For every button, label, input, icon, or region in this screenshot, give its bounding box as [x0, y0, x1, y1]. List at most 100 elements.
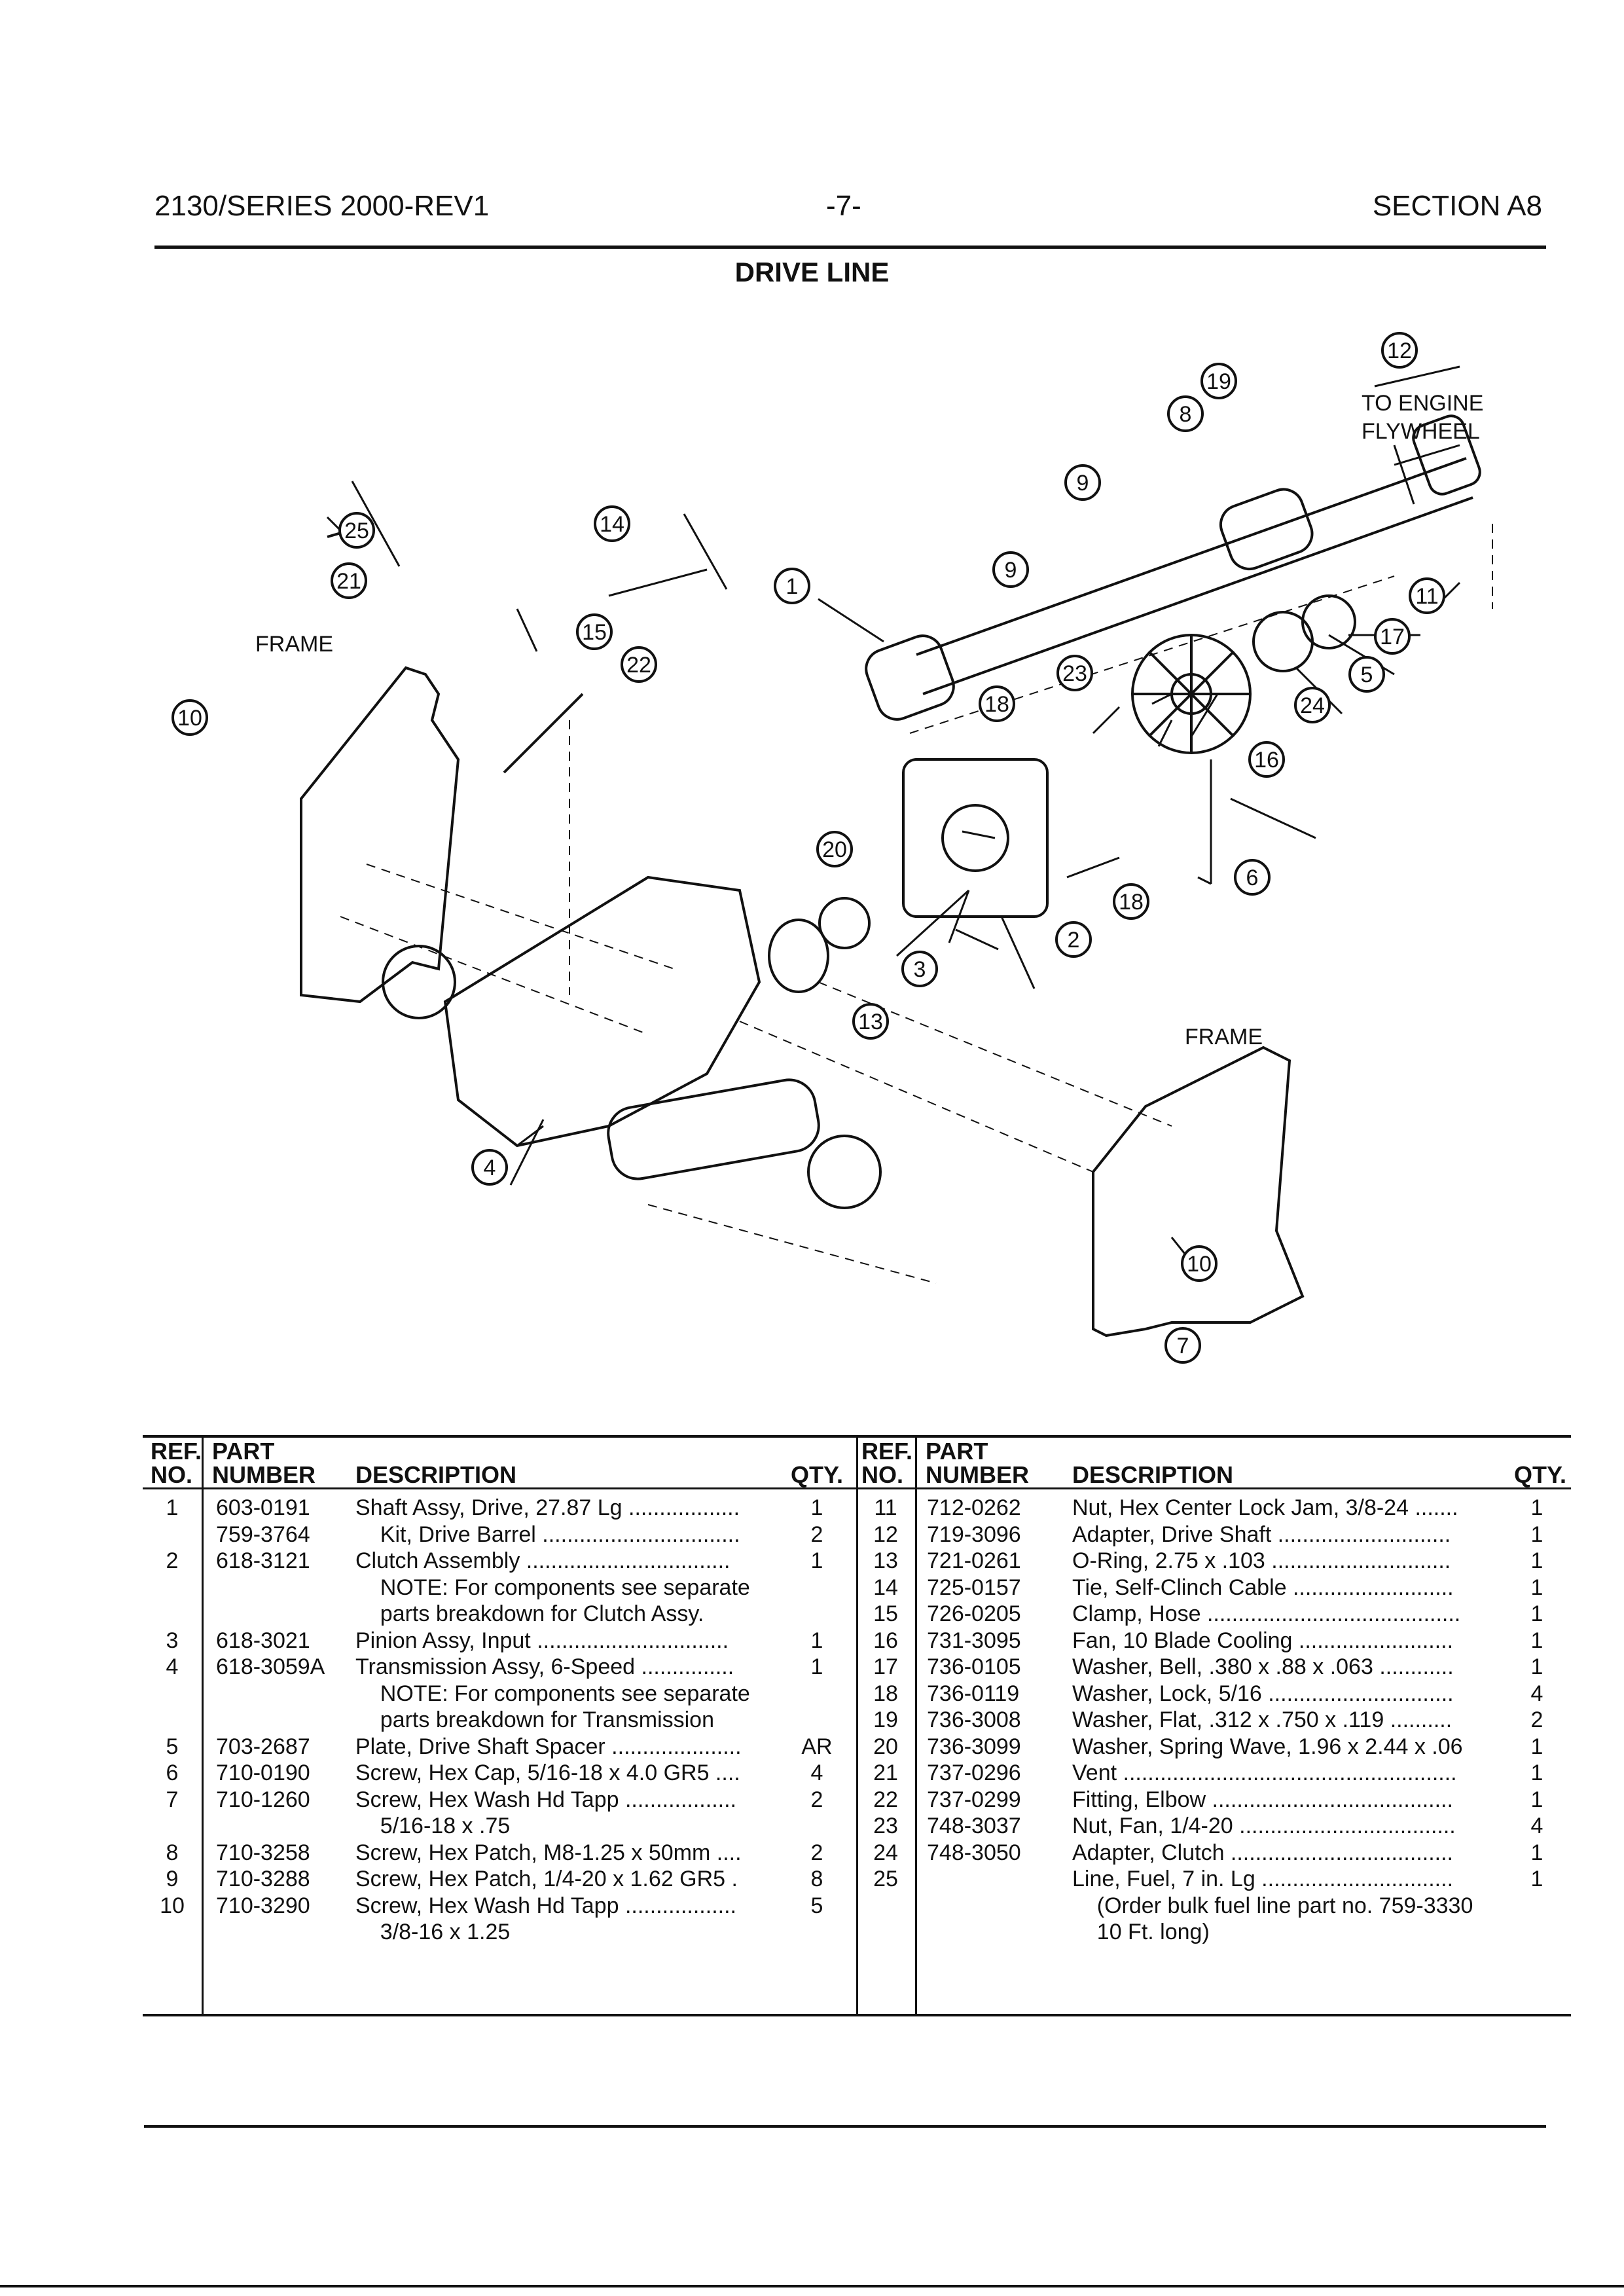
- cell-desc: Screw, Hex Patch, 1/4-20 x 1.62 GR5 .: [355, 1867, 738, 1891]
- cell-part: 710-3290: [216, 1893, 310, 1918]
- exploded-diagram: 1 2 3 4 5 6 7 8 9 9 10 10 11 12 13 14 15…: [171, 332, 1493, 1364]
- cell-desc: Washer, Lock, 5/16 .....................…: [1072, 1681, 1454, 1706]
- svg-text:14: 14: [600, 512, 624, 537]
- cell-part: 736-3099: [927, 1734, 1021, 1759]
- cell-ref: 3: [166, 1628, 179, 1653]
- cell-qty: 1: [1530, 1840, 1543, 1865]
- cell-part: 748-3037: [927, 1813, 1021, 1838]
- cell-part: 710-3258: [216, 1840, 310, 1865]
- cell-ref: 9: [166, 1867, 179, 1891]
- svg-text:17: 17: [1380, 625, 1405, 649]
- cell-qty: 4: [1530, 1813, 1543, 1838]
- callout-11: 11: [1409, 577, 1445, 614]
- header-section: SECTION A8: [1372, 190, 1542, 222]
- adapter-shape: [1412, 414, 1481, 496]
- svg-text:21: 21: [336, 569, 361, 594]
- callout-7: 7: [1164, 1327, 1201, 1364]
- right-frame-shape: [1092, 1046, 1305, 1338]
- cell-ref: 2: [166, 1548, 179, 1573]
- svg-text:25: 25: [344, 519, 369, 543]
- cell-part: 719-3096: [927, 1522, 1021, 1547]
- cell-qty: 2: [810, 1522, 823, 1547]
- cell-qty: 1: [1530, 1601, 1543, 1626]
- callout-18b: 18: [1113, 883, 1149, 920]
- th-description: DESCRIPTION: [355, 1461, 517, 1488]
- cell-part: 736-0105: [927, 1654, 1021, 1679]
- engine-label-line1: TO ENGINE: [1362, 391, 1483, 416]
- callout-10a: 10: [171, 699, 208, 736]
- cell-ref: 21: [873, 1760, 898, 1785]
- th-part-line1: PART: [212, 1438, 275, 1465]
- cell-part: 710-1260: [216, 1787, 310, 1812]
- cell-qty: 5: [810, 1893, 823, 1918]
- cell-ref: 18: [873, 1681, 898, 1706]
- cell-part: 618-3121: [216, 1548, 310, 1573]
- callout-10b: 10: [1181, 1245, 1218, 1282]
- svg-text:7: 7: [1177, 1334, 1189, 1358]
- cell-qty: 1: [1530, 1654, 1543, 1679]
- cell-part: 710-0190: [216, 1760, 310, 1785]
- cell-qty: 1: [1530, 1575, 1543, 1600]
- cell-desc: Line, Fuel, 7 in. Lg ...................…: [1072, 1867, 1454, 1891]
- cell-ref: 6: [166, 1760, 179, 1785]
- drive-barrel-shape-2: [1219, 488, 1314, 571]
- clutch-hub-shape: [941, 804, 1009, 872]
- callout-1: 1: [774, 568, 810, 604]
- callouts: 1 2 3 4 5 6 7 8 9 9 10 10 11 12 13 14 15…: [171, 332, 1445, 1364]
- cell-part: 725-0157: [927, 1575, 1021, 1600]
- cell-ref: 20: [873, 1734, 898, 1759]
- cell-desc: Pinion Assy, Input .....................…: [355, 1628, 729, 1653]
- callout-12: 12: [1381, 332, 1418, 369]
- cell-part: 618-3059A: [216, 1654, 325, 1679]
- left-frame-shape: [300, 666, 460, 1004]
- cell-ref: 1: [166, 1495, 179, 1520]
- svg-text:11: 11: [1415, 584, 1438, 609]
- clutch-shape: [902, 758, 1049, 918]
- cell-qty: 1: [810, 1628, 823, 1653]
- cell-part: 712-0262: [927, 1495, 1021, 1520]
- callout-22: 22: [621, 646, 657, 683]
- cell-desc: Screw, Hex Wash Hd Tapp ................…: [355, 1893, 736, 1918]
- svg-text:20: 20: [822, 837, 847, 862]
- cell-desc: Tie, Self-Clinch Cable .................…: [1072, 1575, 1454, 1600]
- callout-21: 21: [331, 562, 367, 599]
- callout-2: 2: [1055, 921, 1092, 958]
- callout-25: 25: [338, 512, 375, 549]
- callout-3: 3: [901, 951, 938, 987]
- callout-14: 14: [594, 505, 630, 542]
- cell-desc: 5/16-18 x .75: [355, 1813, 511, 1838]
- svg-text:18: 18: [984, 692, 1009, 717]
- cell-desc: O-Ring, 2.75 x .103 ....................…: [1072, 1548, 1451, 1573]
- callout-23: 23: [1056, 655, 1093, 691]
- svg-text:1: 1: [786, 574, 799, 599]
- cell-desc: parts breakdown for Clutch Assy.: [355, 1601, 704, 1626]
- svg-text:9: 9: [1077, 471, 1089, 496]
- callout-4: 4: [471, 1149, 508, 1186]
- cell-qty: AR: [801, 1734, 833, 1759]
- callout-15: 15: [576, 613, 613, 650]
- svg-text:6: 6: [1246, 866, 1259, 890]
- header-underline-right: [856, 1487, 1571, 1489]
- cell-part: 618-3021: [216, 1628, 310, 1653]
- cell-part: 721-0261: [927, 1548, 1021, 1573]
- svg-text:16: 16: [1254, 748, 1279, 773]
- th-ref-line1-right: REF.: [861, 1438, 913, 1465]
- th-description-right: DESCRIPTION: [1072, 1461, 1234, 1488]
- cell-qty: 2: [810, 1840, 823, 1865]
- cell-ref: 24: [873, 1840, 898, 1865]
- cell-desc: Kit, Drive Barrel ......................…: [355, 1522, 740, 1547]
- svg-text:12: 12: [1387, 338, 1412, 363]
- cell-ref: 16: [873, 1628, 898, 1653]
- cell-ref: 15: [873, 1601, 898, 1626]
- svg-text:10: 10: [1187, 1252, 1212, 1277]
- th-qty: QTY.: [791, 1461, 844, 1488]
- cell-desc: Plate, Drive Shaft Spacer ..............…: [355, 1734, 742, 1759]
- frame-left-label: FRAME: [255, 632, 333, 657]
- cell-qty: 1: [1530, 1760, 1543, 1785]
- callout-24: 24: [1294, 687, 1331, 723]
- th-ref-line2: NO.: [151, 1461, 193, 1488]
- cell-desc: Fan, 10 Blade Cooling ..................…: [1072, 1628, 1454, 1653]
- engine-label-line2: FLYWHEEL: [1362, 419, 1480, 444]
- cell-qty: 1: [1530, 1548, 1543, 1573]
- svg-text:8: 8: [1180, 402, 1192, 427]
